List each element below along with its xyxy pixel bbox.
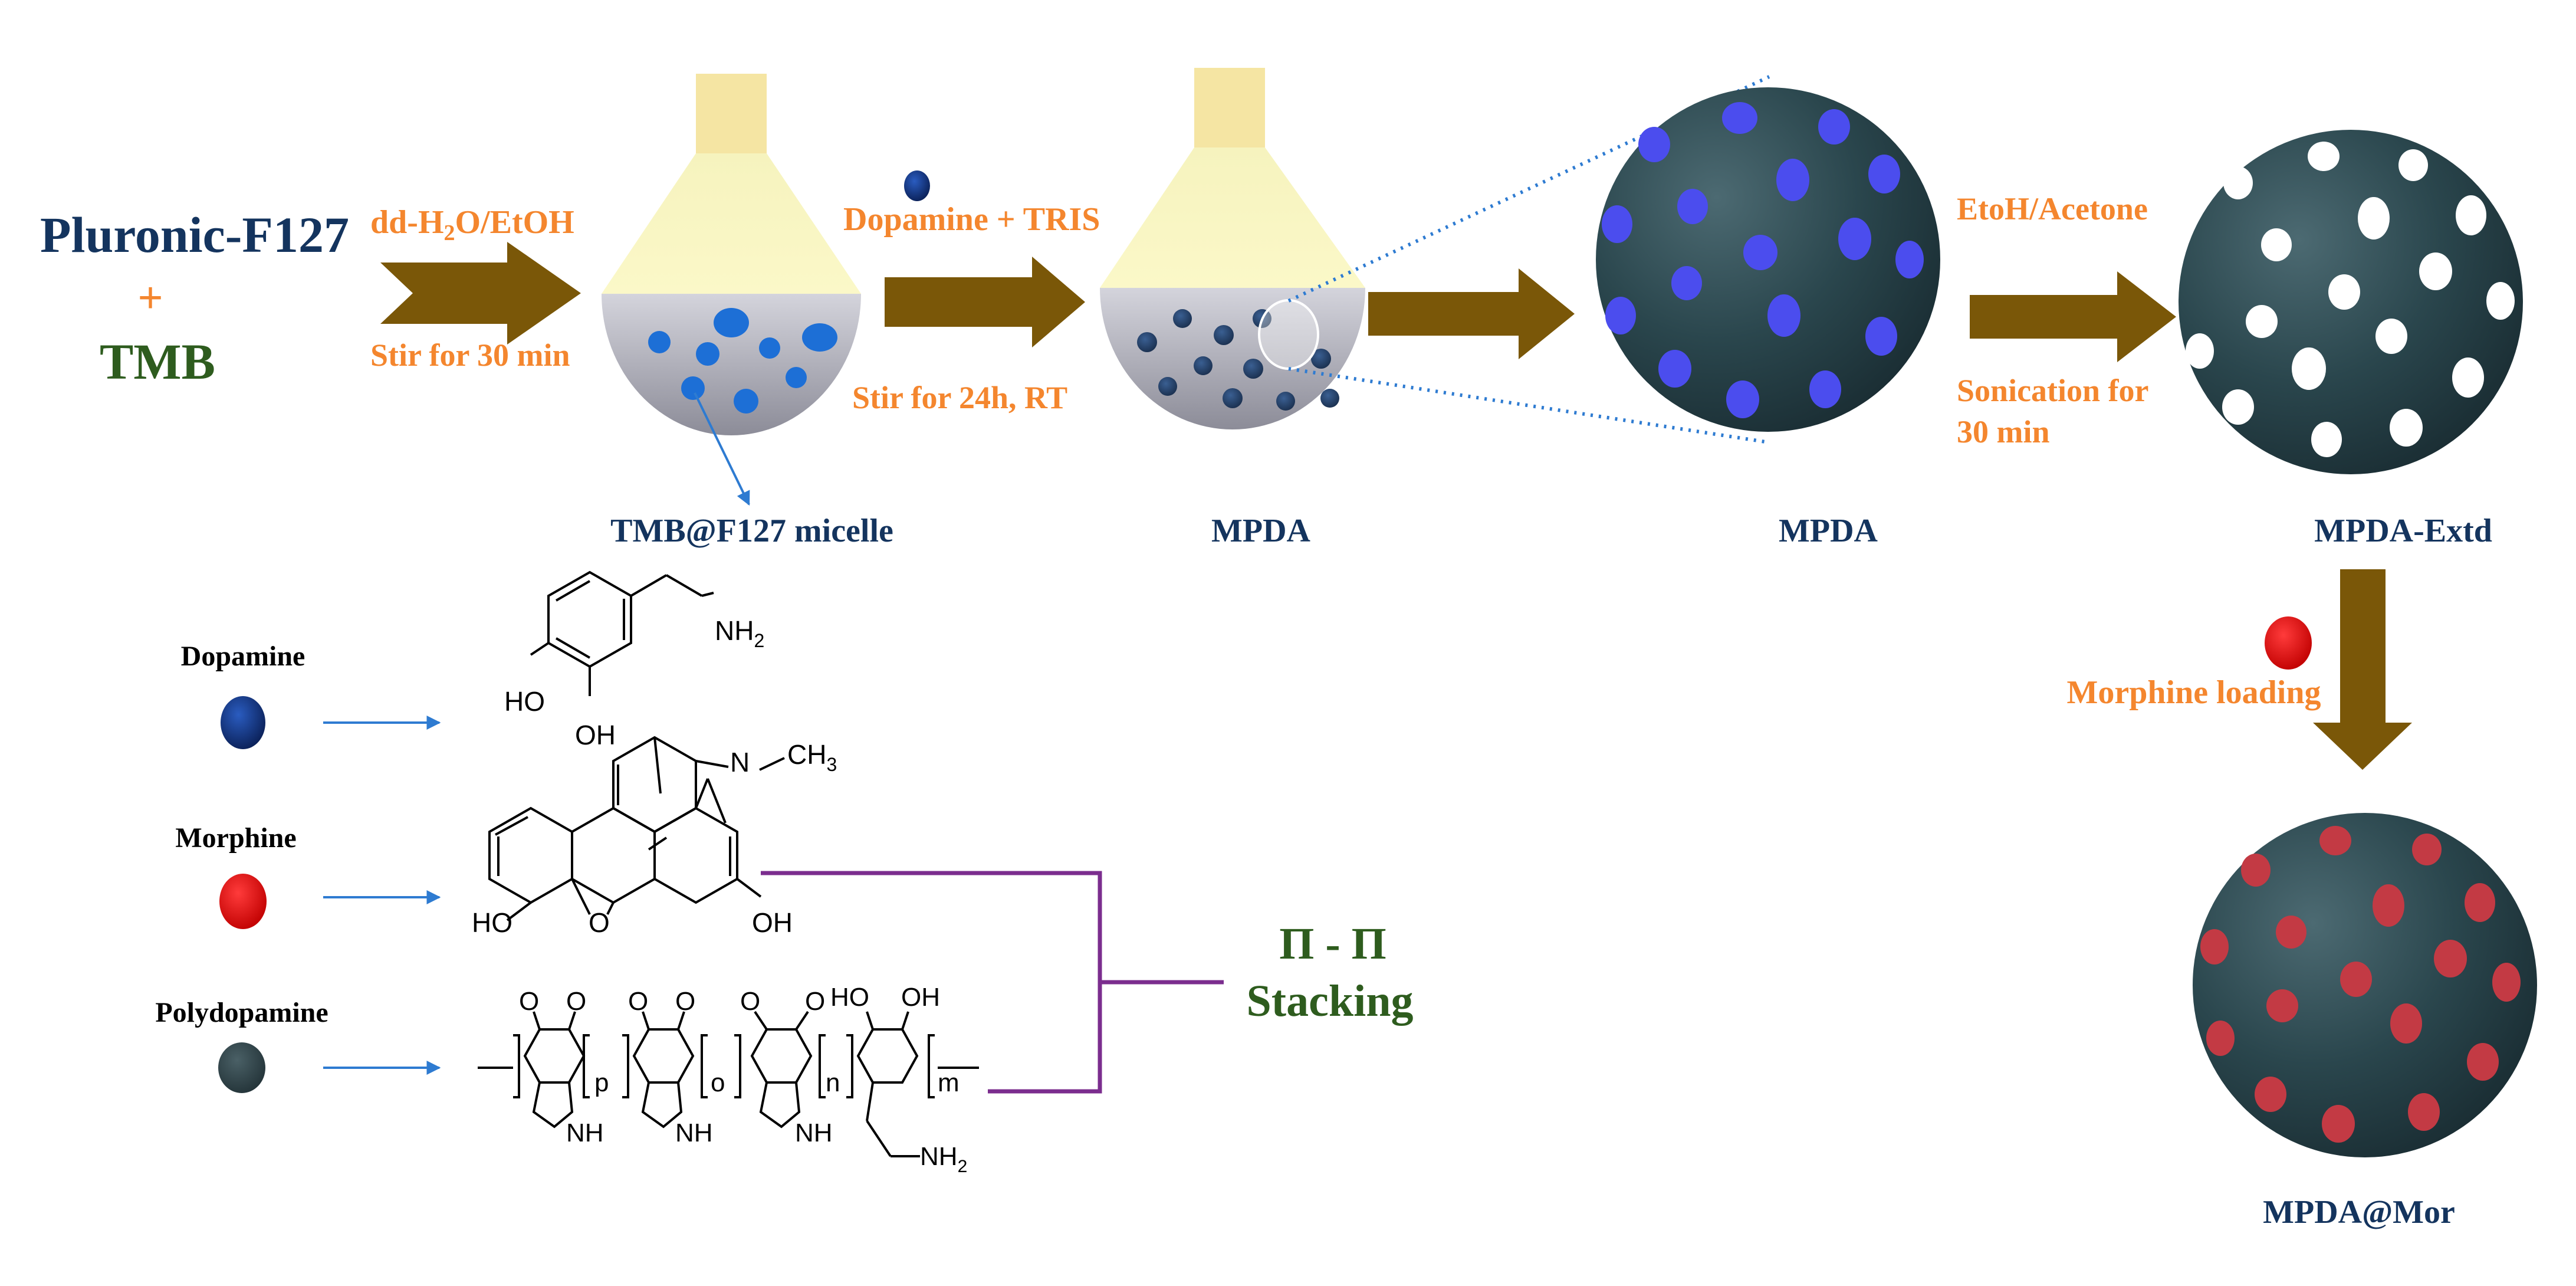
- pda-index-o: o: [711, 1068, 725, 1097]
- dopamine-oh-text: OH: [575, 720, 616, 750]
- mpda-extd-label: MPDA-Extd: [2314, 513, 2492, 549]
- flask-2: [1100, 68, 1365, 429]
- legend-polydopamine-bead: [218, 1042, 265, 1093]
- morphine-n-text: N: [730, 747, 750, 777]
- morphine-ho-text: HO: [472, 907, 512, 938]
- sonication-label-1: Sonication for: [1957, 373, 2149, 408]
- pda-o-1b: O: [566, 987, 586, 1016]
- mpda-label-1: MPDA: [1211, 513, 1311, 549]
- pda-oh-4: OH: [901, 983, 940, 1012]
- process-arrow-2: [885, 257, 1085, 347]
- legend-morphine-label: Morphine: [175, 822, 296, 854]
- pda-nh-3: NH: [795, 1118, 833, 1147]
- process-arrow-3: [1368, 268, 1575, 359]
- etoh-acetone-label: EtoH/Acetone: [1957, 191, 2148, 227]
- legend-polydopamine-label: Polydopamine: [155, 997, 328, 1028]
- micelle-pointer: [694, 392, 750, 506]
- process-arrow-1: [380, 242, 581, 345]
- process-arrow-4: [1970, 271, 2176, 362]
- pda-index-n: n: [826, 1068, 840, 1097]
- pi-pi-label: Π - Π: [1279, 919, 1386, 969]
- flask-1: [602, 74, 861, 435]
- zoom-line-bottom: [1288, 367, 1770, 444]
- pluronic-label: Pluronic-F127: [40, 206, 349, 263]
- stir-24-label: Stir for 24h, RT: [852, 380, 1067, 415]
- stir-30-label: Stir for 30 min: [370, 337, 570, 373]
- pda-index-p: p: [594, 1068, 609, 1097]
- pda-nh-2: NH: [675, 1118, 713, 1147]
- legend-morphine-bead: [219, 874, 267, 929]
- mpda-particles: [1137, 309, 1339, 411]
- pda-o-3a: O: [740, 987, 760, 1016]
- pda-ho-4: HO: [830, 983, 869, 1012]
- tmb-label: TMB: [100, 333, 215, 390]
- morphine-structure: N CH3 HO O OH: [472, 736, 837, 938]
- pda-o-2a: O: [628, 987, 648, 1016]
- mpda-mor-label: MPDA@Mor: [2263, 1194, 2455, 1231]
- dopamine-structure: NH2 HO OH: [504, 570, 764, 750]
- morphine-o-text: O: [589, 907, 610, 938]
- morphine-loading-label: Morphine loading: [2067, 674, 2321, 711]
- pda-nh-1: NH: [566, 1118, 604, 1147]
- f127-micelles: [648, 308, 837, 414]
- legend-dopamine-label: Dopamine: [181, 641, 305, 672]
- sonication-label-2: 30 min: [1957, 414, 2050, 450]
- polydopamine-structure: O O NH p O O NH o O O NH n HO OH: [478, 983, 979, 1176]
- pda-nh2-4: NH2: [920, 1142, 967, 1176]
- pda-o-3b: O: [805, 987, 825, 1016]
- pda-o-2b: O: [675, 987, 695, 1016]
- stacking-bracket: [761, 871, 1224, 1094]
- zoom-line-top: [1287, 75, 1770, 303]
- plus-sign: +: [137, 273, 163, 323]
- tmb-micelle-label: TMB@F127 micelle: [610, 513, 893, 549]
- zoom-highlight: [1258, 299, 1319, 370]
- morphine-loading-arrow: [2313, 569, 2412, 770]
- dopamine-bead-icon: [904, 170, 930, 201]
- mpda-mor-sphere: [2193, 813, 2537, 1157]
- morphine-bead-icon: [2265, 616, 2312, 670]
- legend-dopamine-bead: [221, 696, 265, 749]
- mpda-label-2: MPDA: [1779, 513, 1878, 549]
- mpda-pores: [1602, 102, 1924, 418]
- morphine-oh-text: OH: [752, 907, 793, 938]
- pda-o-1a: O: [519, 987, 539, 1016]
- mpda-sphere: [1596, 87, 1940, 432]
- dopamine-nh2-text: NH2: [715, 615, 764, 651]
- dopamine-ho-text: HO: [504, 686, 545, 717]
- solvent-label: dd-H2O/EtOH: [370, 204, 574, 245]
- stacking-label: Stacking: [1247, 976, 1414, 1026]
- pda-index-m: m: [938, 1068, 960, 1097]
- mpda-extd-pores: [2186, 142, 2515, 457]
- mpda-extd-sphere: [2179, 130, 2523, 474]
- mpda-mor-pores: [2200, 826, 2521, 1143]
- dopamine-tris-label: Dopamine + TRIS: [843, 201, 1100, 238]
- morphine-ch3-text: CH3: [787, 739, 837, 775]
